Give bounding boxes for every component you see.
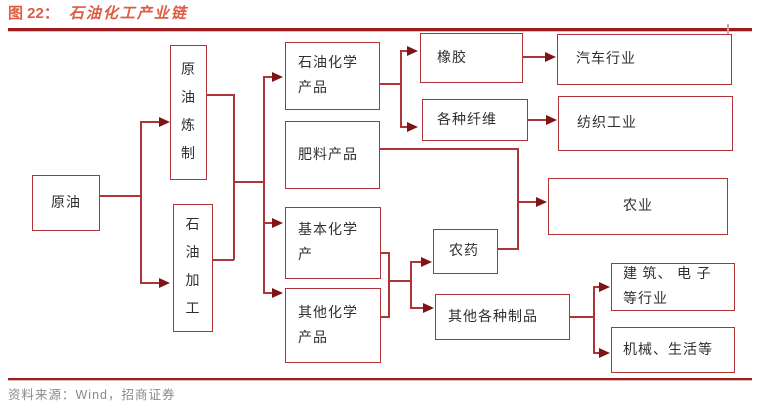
connector-line: [263, 292, 272, 294]
node-various-fibers-label: 各种纤维: [437, 112, 497, 128]
arrow-icon: [159, 117, 170, 127]
node-other-chemicals-label: 其他化学 产品: [298, 305, 358, 346]
node-construction-electronics: 建 筑、 电 子 等行业: [611, 263, 735, 311]
connector-line: [523, 56, 545, 58]
node-agriculture-label: 农业: [623, 199, 653, 214]
arrow-icon: [407, 122, 418, 132]
connector-line: [99, 195, 141, 197]
connector-line: [212, 259, 234, 261]
node-fertilizer-products: 肥料产品: [285, 121, 380, 189]
connector-line: [410, 307, 423, 309]
arrow-icon: [159, 278, 170, 288]
arrow-icon: [272, 288, 283, 298]
node-basic-chemicals-label: 基本化学 产: [298, 223, 358, 263]
node-textile-industry-label: 纺织工业: [577, 116, 637, 131]
connector-line: [380, 316, 389, 318]
connector-line: [410, 261, 421, 263]
connector-line: [263, 76, 272, 78]
artifact-line: [727, 24, 729, 34]
arrow-icon: [599, 348, 610, 358]
node-other-chemicals: 其他化学 产品: [285, 288, 381, 363]
connector-line: [400, 50, 407, 52]
connector-line: [263, 76, 265, 293]
node-agriculture: 农业: [548, 178, 728, 235]
connector-line: [410, 261, 412, 309]
connector-line: [400, 50, 402, 128]
node-construction-electronics-label: 建 筑、 电 子 等行业: [623, 267, 712, 307]
arrow-icon: [421, 257, 432, 267]
connector-line: [498, 248, 518, 250]
connector-line: [207, 94, 234, 96]
arrow-icon: [407, 46, 418, 56]
connector-line: [140, 282, 159, 284]
arrow-icon: [546, 115, 557, 125]
title-underline: [8, 28, 752, 31]
connector-line: [517, 201, 536, 203]
arrow-icon: [272, 218, 283, 228]
node-petrochemical-products-label: 石油化学 产品: [298, 56, 358, 96]
node-crude-oil-label: 原油: [51, 195, 81, 211]
connector-line: [263, 222, 272, 224]
node-textile-industry: 纺织工业: [558, 96, 733, 151]
node-crude-oil: 原油: [32, 175, 100, 231]
node-other-various-products: 其他各种制品: [435, 294, 570, 340]
arrow-icon: [423, 303, 434, 313]
arrow-icon: [536, 197, 547, 207]
footer-rule-shadow: [8, 380, 752, 381]
connector-line: [388, 280, 411, 282]
source-note: 资料来源：Wind，招商证券: [8, 388, 176, 402]
figure-title: 图 22： 石油化工产业链: [8, 2, 188, 23]
node-crude-oil-refining: 原 油 炼 制: [170, 45, 207, 180]
connector-line: [593, 352, 599, 354]
connector-line: [528, 119, 546, 121]
connector-line: [517, 148, 519, 250]
arrow-icon: [599, 282, 610, 292]
node-machinery-life: 机械、生活等: [611, 327, 735, 373]
connector-line: [380, 252, 389, 254]
node-various-fibers: 各种纤维: [422, 99, 528, 141]
figure-number-label: 图 22：: [8, 5, 59, 22]
node-petroleum-processing: 石 油 加 工: [173, 204, 213, 332]
node-basic-chemicals: 基本化学 产: [285, 207, 381, 279]
title-underline-shadow: [8, 30, 752, 32]
arrow-icon: [545, 52, 556, 62]
connector-line: [233, 181, 264, 183]
footer-rule: [8, 378, 752, 380]
node-petroleum-processing-label: 石 油 加 工: [185, 218, 201, 317]
node-automotive-industry-label: 汽车行业: [576, 52, 636, 67]
node-other-various-products-label: 其他各种制品: [448, 309, 538, 325]
node-rubber-label: 橡胶: [437, 50, 467, 66]
node-pesticide: 农药: [433, 229, 498, 274]
node-automotive-industry: 汽车行业: [557, 34, 732, 85]
connector-line: [233, 94, 235, 260]
connector-line: [380, 148, 518, 150]
arrow-icon: [272, 72, 283, 82]
connector-line: [140, 121, 142, 283]
connector-line: [140, 121, 159, 123]
connector-line: [400, 126, 407, 128]
connector-line: [593, 286, 599, 288]
node-crude-oil-refining-label: 原 油 炼 制: [181, 62, 196, 162]
node-machinery-life-label: 机械、生活等: [623, 342, 713, 358]
node-fertilizer-products-label: 肥料产品: [298, 147, 358, 163]
node-petrochemical-products: 石油化学 产品: [285, 42, 380, 110]
connector-line: [380, 83, 401, 85]
connector-line: [593, 286, 595, 354]
figure-title-text: 石油化工产业链: [68, 6, 188, 22]
node-rubber: 橡胶: [420, 33, 523, 83]
connector-line: [388, 252, 390, 318]
node-pesticide-label: 农药: [449, 244, 479, 259]
connector-line: [570, 316, 594, 318]
